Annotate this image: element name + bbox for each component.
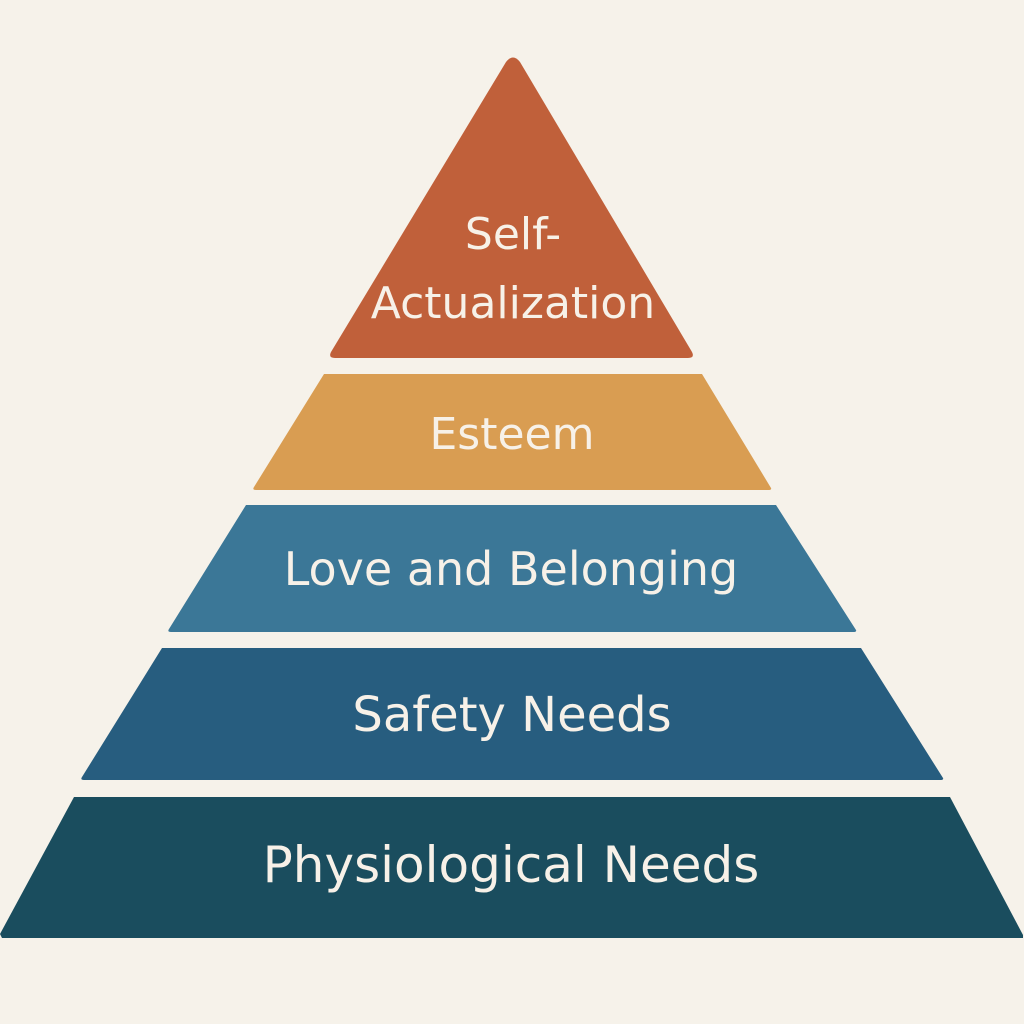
level-label: Esteem [430,409,595,460]
level-esteem: Esteem [253,374,772,490]
level-physiological-needs: Physiological Needs [0,797,1023,938]
level-shape [253,374,772,490]
level-label: Physiological Needs [263,836,760,894]
level-shape [330,57,693,358]
level-shape [81,648,944,780]
level-label: Love and Belonging [284,542,739,596]
level-safety-needs: Safety Needs [81,648,944,780]
level-label: Actualization [371,278,655,329]
level-label: Safety Needs [352,687,671,743]
level-shape [0,797,1023,938]
level-self-actualization: Self- Actualization [330,57,693,358]
level-shape [168,505,857,632]
level-love-and-belonging: Love and Belonging [168,505,857,632]
level-label: Self- [465,209,561,260]
